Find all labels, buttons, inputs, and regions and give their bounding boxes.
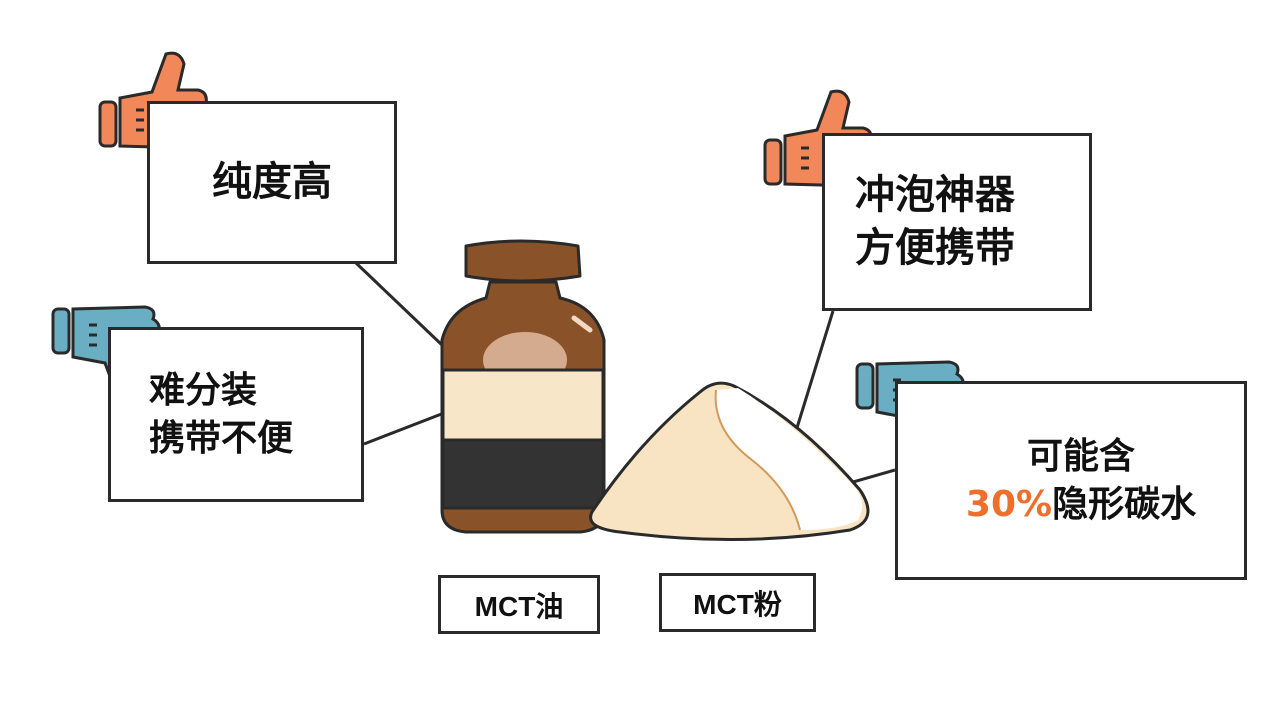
powder-pro-box: 冲泡神器 方便携带 xyxy=(822,133,1092,311)
bottle-band xyxy=(441,438,605,510)
powder-con-line-2: 30%隐形碳水 xyxy=(966,481,1196,529)
oil-pro-line-1: 纯度高 xyxy=(212,159,332,206)
bottle-neck xyxy=(464,239,582,283)
oil-pro-box: 纯度高 xyxy=(147,101,397,264)
powder-highlight xyxy=(715,388,863,530)
powder-con-line-1: 可能含 xyxy=(1026,435,1135,477)
connector-purity xyxy=(353,260,444,347)
carb-percentage: 30% xyxy=(965,483,1053,525)
oil-con-line-1: 难分装 xyxy=(149,369,258,411)
mct-oil-label: MCT油 xyxy=(438,575,600,634)
powder-ridge xyxy=(714,389,801,531)
bottle-label xyxy=(441,368,605,442)
mct-powder-label: MCT粉 xyxy=(659,573,816,632)
oil-con-box: 难分装 携带不便 xyxy=(108,327,364,502)
powder-con-box: 可能含 30%隐形碳水 xyxy=(895,381,1247,580)
powder-pro-line-1: 冲泡神器 xyxy=(855,172,1015,219)
hidden-carbs-text: 隐形碳水 xyxy=(1052,483,1197,525)
mct-oil-bottle xyxy=(440,239,606,534)
powder-pro-line-2: 方便携带 xyxy=(855,225,1015,271)
oil-con-line-2: 携带不便 xyxy=(149,417,294,459)
bottle-shine xyxy=(571,315,593,333)
mct-powder-pile xyxy=(589,381,870,541)
connector-portable xyxy=(790,310,835,445)
